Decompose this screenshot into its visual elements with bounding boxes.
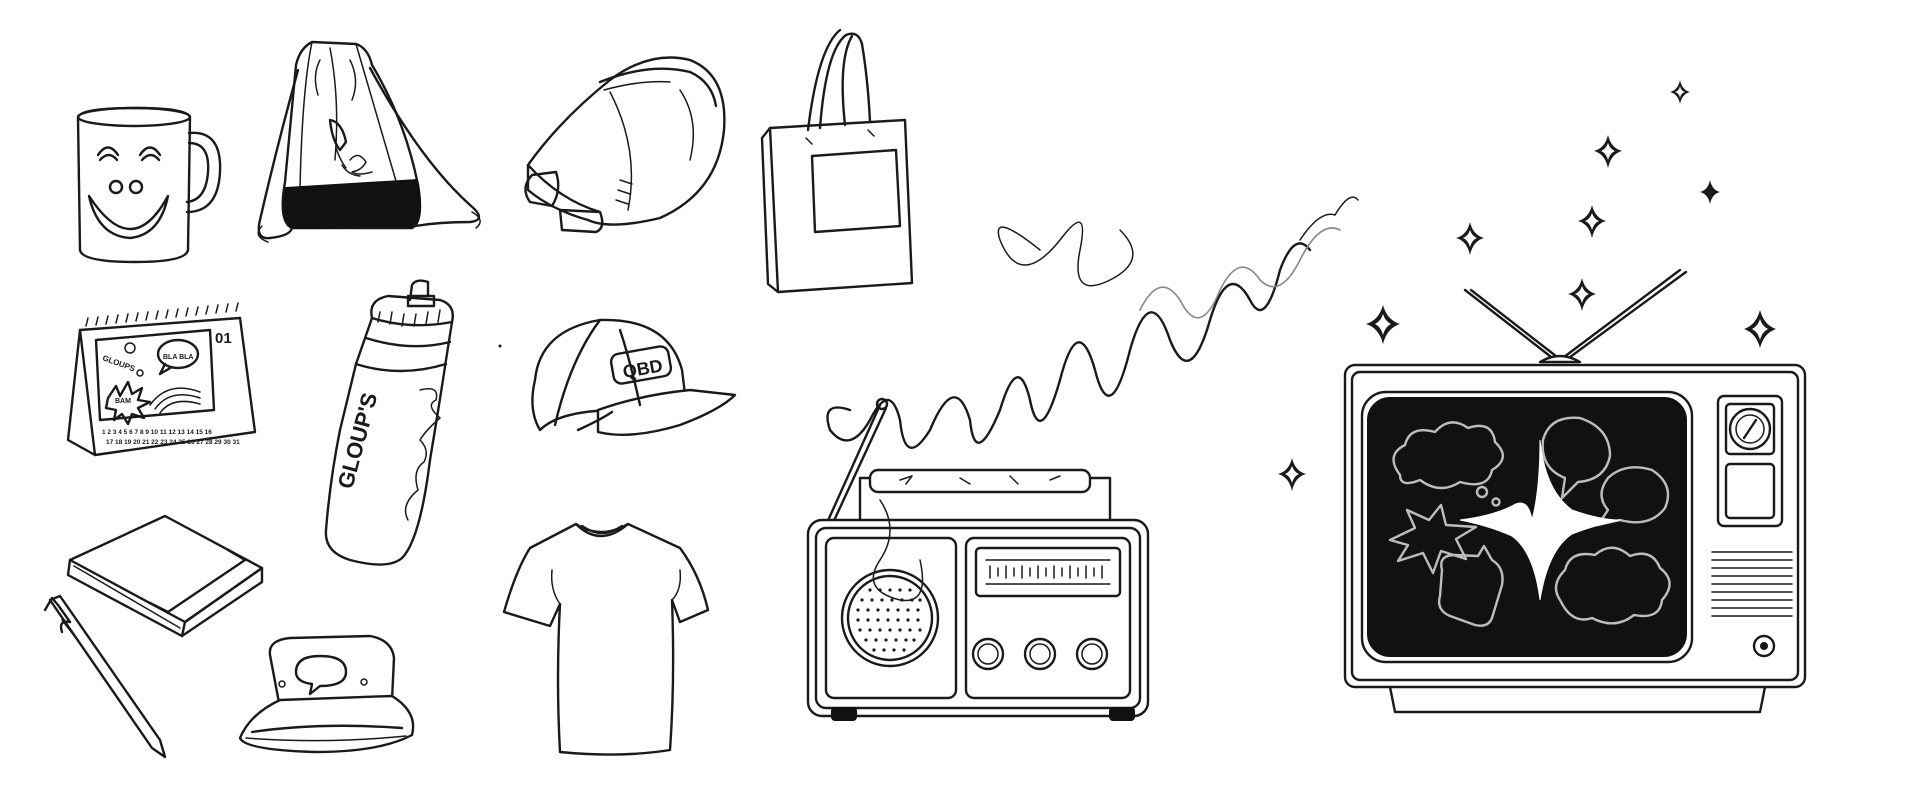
notebook-icon: [66, 514, 264, 638]
water-bottle-icon: GLOUP'S: [324, 279, 454, 566]
bucket-hat-icon: [238, 634, 415, 754]
pen-icon: [43, 594, 167, 759]
desk-calendar-icon: 01 BLA BLA GLOUPS BAM 1 2 3 4 5 6 7 8 9 …: [66, 302, 257, 457]
tuner-scale: [989, 565, 1103, 579]
calendar-bubble-text: BLA BLA: [163, 354, 193, 361]
t-shirt-icon: [502, 522, 710, 756]
cap-icon: QBD: [531, 318, 737, 436]
television-icon: [1343, 268, 1807, 714]
fanny-pack-icon: [524, 56, 726, 234]
calendar-burst-text: BAM: [115, 398, 131, 405]
calendar-numbers-1: 1 2 3 4 5 6 7 8 9 10 11 12 13 14 15 16: [102, 429, 212, 436]
calendar-numbers-2: 17 18 19 20 21 22 23 24 25 26 27 28 29 3…: [106, 439, 240, 446]
drawstring-bag-icon: [257, 40, 481, 243]
mug-icon: [76, 106, 222, 264]
radio-icon: [806, 196, 1359, 721]
calendar-day: 01: [215, 330, 232, 347]
tv-vent: [1711, 551, 1793, 617]
tote-bag-icon: [760, 28, 914, 294]
